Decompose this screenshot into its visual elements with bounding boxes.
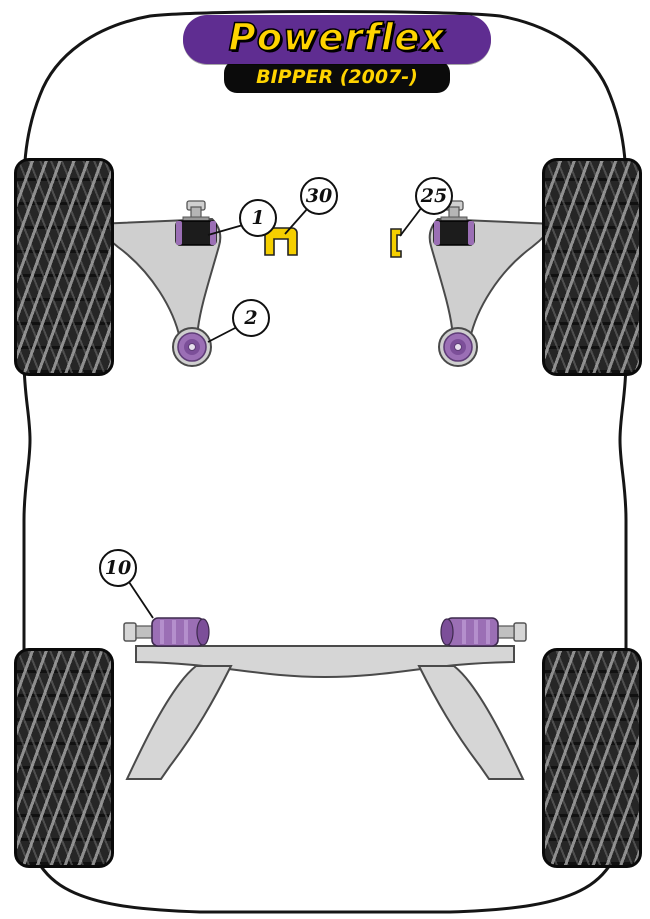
front-left-tire <box>14 158 114 376</box>
front-right-rear-bushing <box>443 332 473 362</box>
rear-axle-left-leg <box>125 665 233 780</box>
callout-leader-lines <box>126 206 423 619</box>
yellow-bracket-part-25 <box>390 228 402 258</box>
brand-text: Powerflex <box>228 16 446 59</box>
rear-axle-right-leg <box>417 665 525 780</box>
rear-right-tire <box>542 648 642 868</box>
callout-10[interactable]: 10 <box>99 549 137 587</box>
rear-left-tire <box>14 648 114 868</box>
callout-2[interactable]: 2 <box>232 299 270 337</box>
callout-1[interactable]: 1 <box>239 199 277 237</box>
callout-25[interactable]: 25 <box>415 177 453 215</box>
rear-bushing-left <box>123 617 210 647</box>
front-right-tire <box>542 158 642 376</box>
model-plate: BIPPER (2007-) <box>224 60 450 93</box>
front-left-rear-bushing <box>177 332 207 362</box>
powerflex-logo: Powerflex <box>183 15 491 64</box>
model-text: BIPPER (2007-) <box>256 65 418 88</box>
car-body-outline <box>22 10 628 914</box>
rear-beam-axle <box>125 645 525 780</box>
rear-bushing-right <box>440 617 527 647</box>
callout-30[interactable]: 30 <box>300 177 338 215</box>
front-right-front-bushing <box>433 200 475 246</box>
